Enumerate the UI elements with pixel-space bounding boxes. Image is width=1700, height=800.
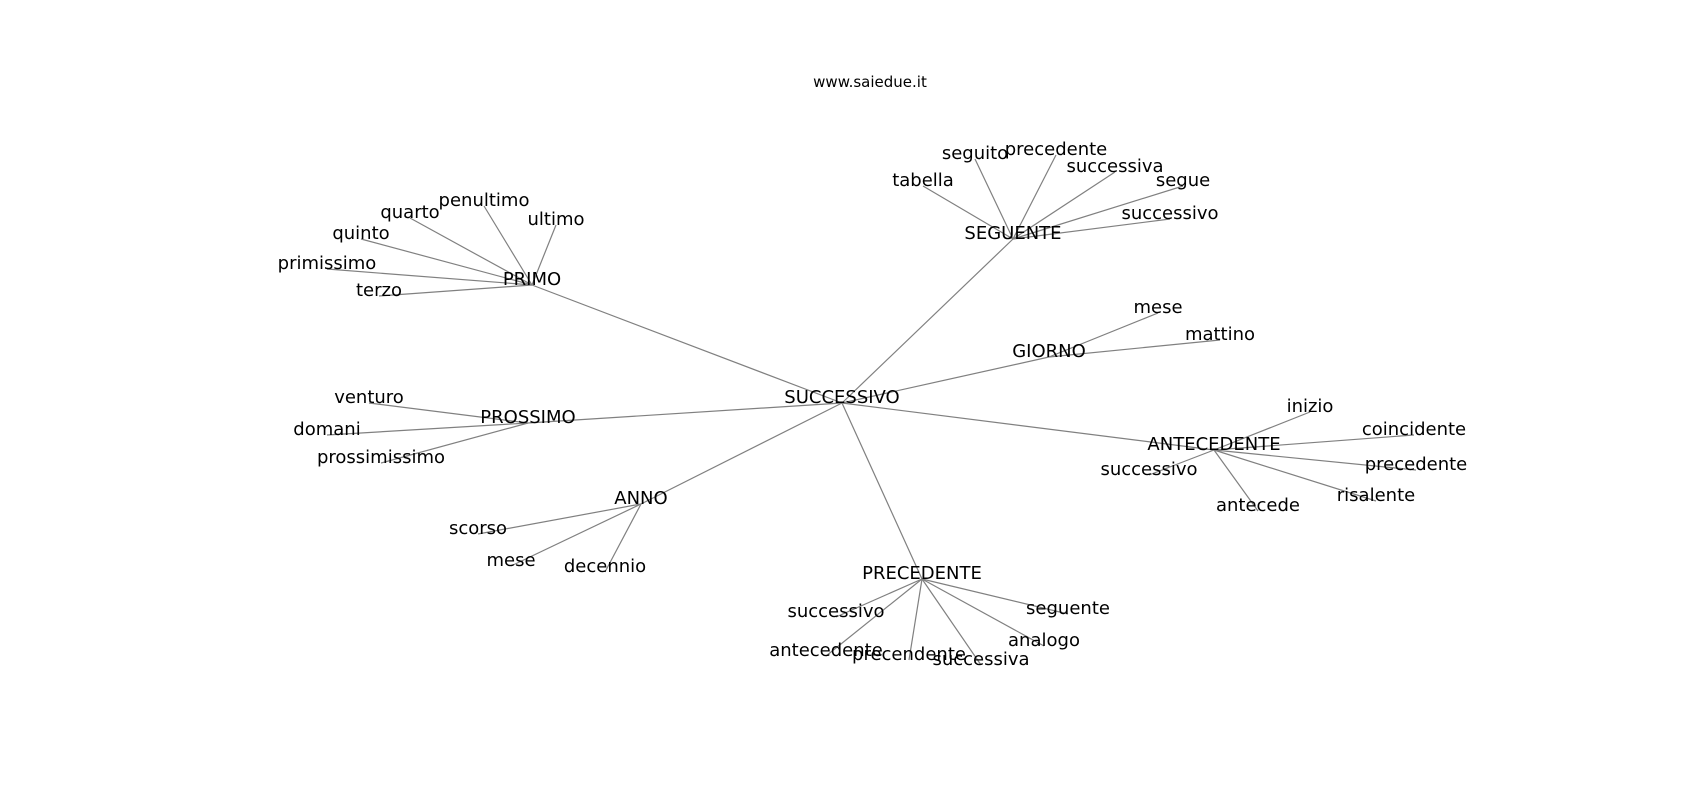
graph-edge [640,402,843,505]
node-branch: PRIMO [503,269,561,290]
node-leaf: successivo [1100,459,1197,480]
node-branch: ANNO [614,488,667,509]
graph-edge [527,402,843,424]
node-branch: ANTECEDENTE [1147,434,1280,455]
graph-edge [1213,449,1377,502]
node-branch: SEGUENTE [964,223,1061,244]
node-leaf: quarto [380,202,439,223]
node-leaf: penultimo [439,190,530,211]
graph-edge [409,217,533,286]
graph-edge [483,205,533,286]
node-leaf: successiva [932,649,1029,670]
graph-edge [841,238,1014,404]
graph-edge [921,578,1045,647]
graph-edge [360,238,533,286]
graph-edge [1213,434,1415,451]
node-leaf: tabella [892,170,954,191]
graph-edge [1213,449,1259,512]
node-leaf: antecede [1216,495,1300,516]
node-branch: PROSSIMO [480,407,575,428]
graph-edge [841,402,923,580]
graph-edge [368,402,529,424]
node-leaf: terzo [356,280,402,301]
node-branch: PRECEDENTE [862,563,982,584]
node-leaf: precedente [1005,139,1108,160]
graph-edge [1012,218,1171,240]
node-leaf: successivo [1121,203,1218,224]
node-leaf: decennio [564,556,646,577]
node-leaf: scorso [449,518,507,539]
graph-labels: SUCCESSIVO PRIMO penultimo quarto ultimo… [278,139,1468,670]
graph-edge [531,284,843,404]
node-leaf: quinto [332,223,389,244]
node-branch: GIORNO [1012,341,1086,362]
node-leaf: domani [293,419,360,440]
node-leaf: ultimo [527,209,584,230]
node-leaf: precedente [1365,454,1468,475]
node-leaf: seguito [942,143,1008,164]
graph-edge [1012,154,1057,240]
graph-edge [378,284,533,297]
node-leaf: risalente [1337,485,1415,506]
graph-edge [477,503,642,535]
graph-edge [835,578,923,618]
node-leaf: successivo [787,601,884,622]
graph-edges [326,154,1417,666]
node-leaf: precendente [852,644,966,665]
node-leaf: analogo [1008,630,1080,651]
node-leaf: seguente [1026,598,1110,619]
graph-edge [604,503,642,573]
graph-edge [1213,449,1417,471]
graph-edge [531,224,557,286]
node-leaf: segue [1156,170,1210,191]
node-leaf: coincidente [1362,419,1466,440]
graph-edge [921,578,1069,615]
node-leaf: venturo [334,387,404,408]
node-root: SUCCESSIVO [784,387,899,408]
node-leaf: mese [486,550,535,571]
node-leaf: inizio [1287,396,1334,417]
graph-edge [1048,312,1159,358]
graph-edge [841,402,1215,451]
graph-edge [380,422,529,464]
graph-edge [825,578,923,657]
graph-edge [1012,185,1184,240]
node-leaf: prossimissimo [317,447,445,468]
graph-edge [922,185,1014,240]
node-leaf: mattino [1185,324,1255,345]
site-title: www.saiedue.it [813,73,927,91]
graph-edge [921,578,982,666]
graph-edge [1048,339,1221,358]
node-leaf: antecedente [769,640,883,661]
graph-edge [841,356,1050,404]
graph-edge [974,158,1014,240]
node-leaf: primissimo [278,253,377,274]
graph-edge [326,422,529,436]
graph-edge [510,503,642,567]
graph-edge [1213,411,1311,451]
graph-edge [1012,171,1116,240]
node-leaf: successiva [1066,156,1163,177]
graph-edge [326,268,533,286]
graph-edge [1148,449,1215,476]
node-leaf: mese [1133,297,1182,318]
graph-edge [908,578,923,661]
